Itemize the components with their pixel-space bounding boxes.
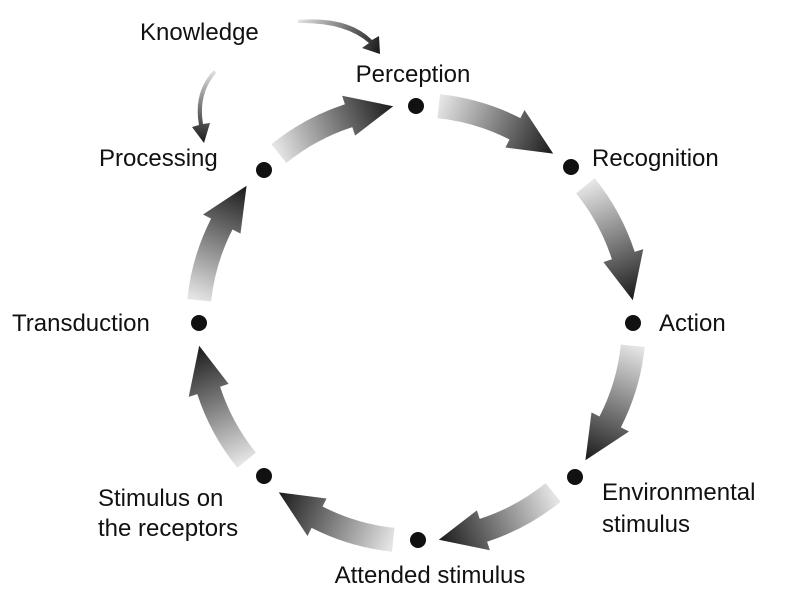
label-environmental-stimulus: Environmental stimulus — [602, 479, 762, 538]
node-perception — [408, 98, 424, 114]
stage-labels: Knowledge Perception Recognition Action … — [12, 19, 762, 589]
label-transduction: Transduction — [12, 310, 150, 337]
arrow-processing-to-perception — [271, 95, 394, 163]
arrow-action-to-environmental-stimulus — [585, 344, 645, 461]
label-action: Action — [659, 310, 726, 337]
label-knowledge: Knowledge — [140, 19, 259, 46]
arrow-transduction-to-processing — [187, 185, 247, 302]
node-action — [625, 315, 641, 331]
knowledge-to-perception-arrow — [298, 19, 380, 54]
node-processing — [256, 162, 272, 178]
arrow-recognition-to-action — [576, 178, 644, 301]
label-recognition: Recognition — [592, 145, 719, 172]
cycle-arrows — [187, 94, 645, 552]
node-transduction — [191, 315, 207, 331]
stage-nodes — [191, 98, 641, 548]
knowledge-arrows — [192, 19, 380, 143]
arrow-receptors-to-transduction — [188, 345, 256, 468]
arrow-perception-to-recognition — [437, 94, 554, 154]
knowledge-to-processing-arrow — [192, 70, 216, 143]
arrow-environmental-to-attended-stimulus — [438, 483, 561, 551]
arrow-attended-to-receptors — [278, 492, 395, 552]
node-recognition — [563, 159, 579, 175]
node-environmental-stimulus — [567, 469, 583, 485]
label-stimulus-on-receptors: Stimulus on the receptors — [98, 485, 238, 542]
node-attended-stimulus — [410, 532, 426, 548]
label-processing: Processing — [99, 145, 218, 172]
label-attended-stimulus: Attended stimulus — [335, 562, 526, 589]
node-stimulus-on-receptors — [256, 468, 272, 484]
label-perception: Perception — [356, 61, 471, 88]
